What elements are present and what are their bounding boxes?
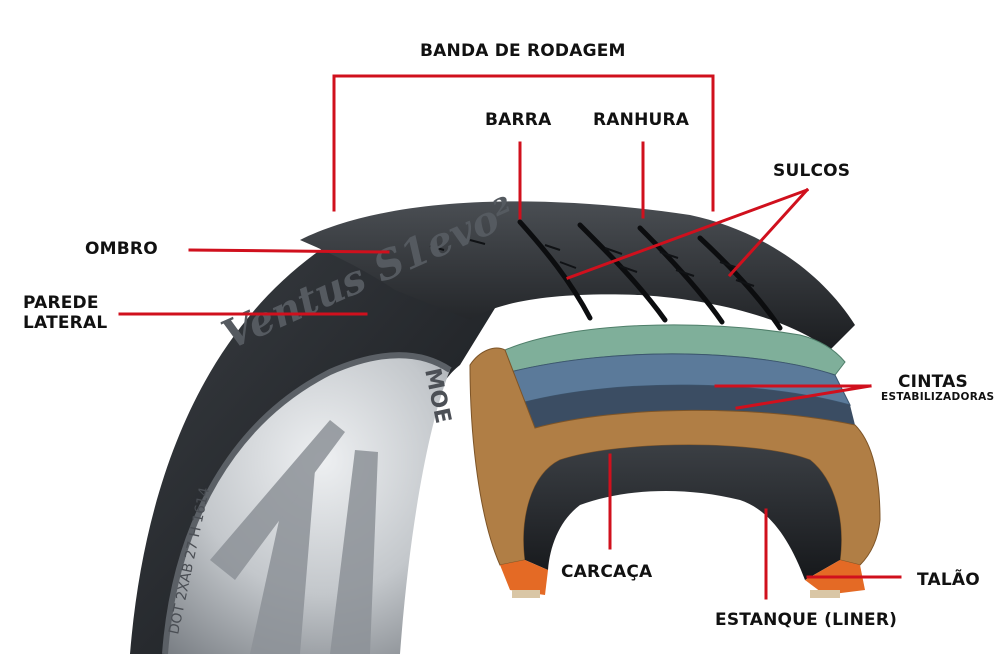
bead-wire-right xyxy=(810,590,840,598)
callout-lines xyxy=(118,74,902,600)
bead-left xyxy=(500,560,548,595)
label-shoulder: OMBRO xyxy=(85,239,158,259)
inner-liner xyxy=(523,445,842,580)
wheel-spokes xyxy=(210,420,378,654)
label-sidewall-line2: LATERAL xyxy=(23,313,108,333)
callout-line-sipes-a xyxy=(566,188,809,280)
label-sidewall-line1: PAREDE xyxy=(23,293,99,313)
label-belts-line2: ESTABILIZADORAS xyxy=(881,391,995,403)
label-liner: ESTANQUE (LINER) xyxy=(715,610,898,630)
label-tread: BANDA DE RODAGEM xyxy=(420,41,626,61)
label-bead: TALÃO xyxy=(917,570,980,590)
stabilizer-belt-dark xyxy=(525,385,855,428)
label-belts-line1: CINTAS xyxy=(898,372,968,392)
label-sipes: SULCOS xyxy=(773,161,851,181)
rim-edge xyxy=(162,352,452,654)
bead-wire-left xyxy=(512,590,540,598)
callout-line-shoulder xyxy=(188,248,390,254)
callout-bracket-tread xyxy=(332,74,715,212)
label-carcass: CARCAÇA xyxy=(561,562,653,582)
label-groove: RANHURA xyxy=(593,110,690,130)
callout-line-belts-b xyxy=(735,384,872,410)
callout-line-sipes-b xyxy=(727,187,810,278)
tread-sipes xyxy=(429,239,755,287)
label-rib: BARRA xyxy=(485,110,552,130)
